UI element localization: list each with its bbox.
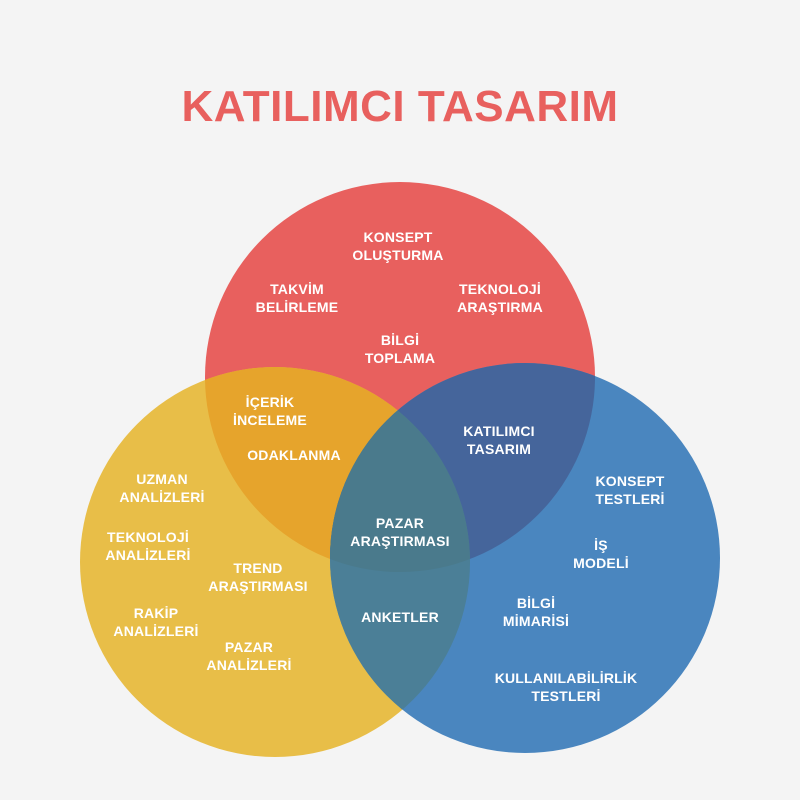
label-anketler: ANKETLER bbox=[361, 609, 439, 625]
label-takvim-belirleme: TAKVİM BELİRLEME bbox=[255, 281, 339, 315]
label-trend-arastirmasi: TREND ARAŞTIRMASI bbox=[208, 560, 308, 594]
label-teknoloji-analizleri: TEKNOLOJİ ANALİZLERİ bbox=[105, 529, 191, 563]
label-katilimci-tasarim: KATILIMCI TASARIM bbox=[463, 423, 535, 457]
label-uzman-analizleri: UZMAN ANALİZLERİ bbox=[119, 471, 205, 505]
page-title: KATILIMCI TASARIM bbox=[181, 82, 619, 131]
label-konsept-olusturma: KONSEPT OLUŞTURMA bbox=[352, 229, 444, 263]
label-icerik-inceleme: İÇERİK İNCELEME bbox=[233, 394, 307, 428]
center-overlap bbox=[330, 367, 470, 572]
label-pazar-analizleri: PAZAR ANALİZLERİ bbox=[206, 639, 292, 673]
label-konsept-testleri: KONSEPT TESTLERİ bbox=[595, 473, 665, 507]
label-teknoloji-arastirma: TEKNOLOJİ ARAŞTIRMA bbox=[457, 281, 543, 315]
label-bilgi-mimarisi: BİLGİ MİMARİSİ bbox=[502, 595, 570, 629]
label-odaklanma: ODAKLANMA bbox=[247, 447, 341, 463]
label-pazar-arastirmasi: PAZAR ARAŞTIRMASI bbox=[350, 515, 450, 549]
label-rakip-analizleri: RAKİP ANALİZLERİ bbox=[113, 605, 199, 639]
label-bilgi-toplama: BİLGİ TOPLAMA bbox=[364, 332, 436, 366]
label-is-modeli: İŞ MODELİ bbox=[573, 537, 629, 571]
label-kullanilabilirlik-testleri: KULLANILABİLİRLİK TESTLERİ bbox=[494, 670, 638, 704]
